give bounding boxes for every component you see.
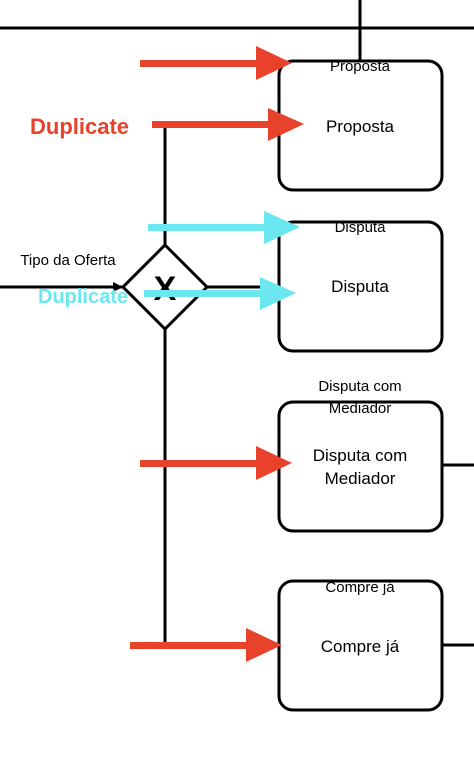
red-duplicate-label: Duplicate [30, 114, 129, 139]
task-title-disputa-mediador-line1: Disputa com [318, 378, 401, 395]
task-title-compre-ja: Compre já [325, 579, 395, 596]
task-label-disputa: Disputa [331, 277, 389, 296]
cyan-arrow-1 [148, 211, 300, 244]
red-annotation-arrows [130, 46, 304, 662]
task-title-disputa-mediador-line2: Mediador [329, 400, 392, 417]
red-arrow-4 [130, 628, 282, 662]
task-label-proposta: Proposta [326, 117, 395, 136]
task-label-compre-ja: Compre já [321, 637, 400, 656]
red-arrow-1 [140, 46, 292, 80]
red-arrow-3 [140, 446, 292, 480]
cyan-annotation-arrows [144, 211, 300, 310]
exclusive-gateway[interactable] [120, 242, 210, 332]
cyan-duplicate-label: Duplicate [38, 286, 128, 308]
cyan-arrow-2 [144, 277, 296, 310]
task-label-disputa-mediador-line2: Mediador [325, 469, 396, 488]
gateway-incoming-label: Tipo da Oferta [20, 252, 116, 269]
task-box-disputa-mediador[interactable] [277, 400, 444, 533]
gateway-x-icon: X [154, 270, 177, 308]
task-label-disputa-mediador-line1: Disputa com [313, 446, 407, 465]
red-arrow-2 [152, 108, 304, 141]
task-title-disputa: Disputa [335, 219, 387, 236]
task-title-proposta: Proposta [330, 58, 391, 75]
